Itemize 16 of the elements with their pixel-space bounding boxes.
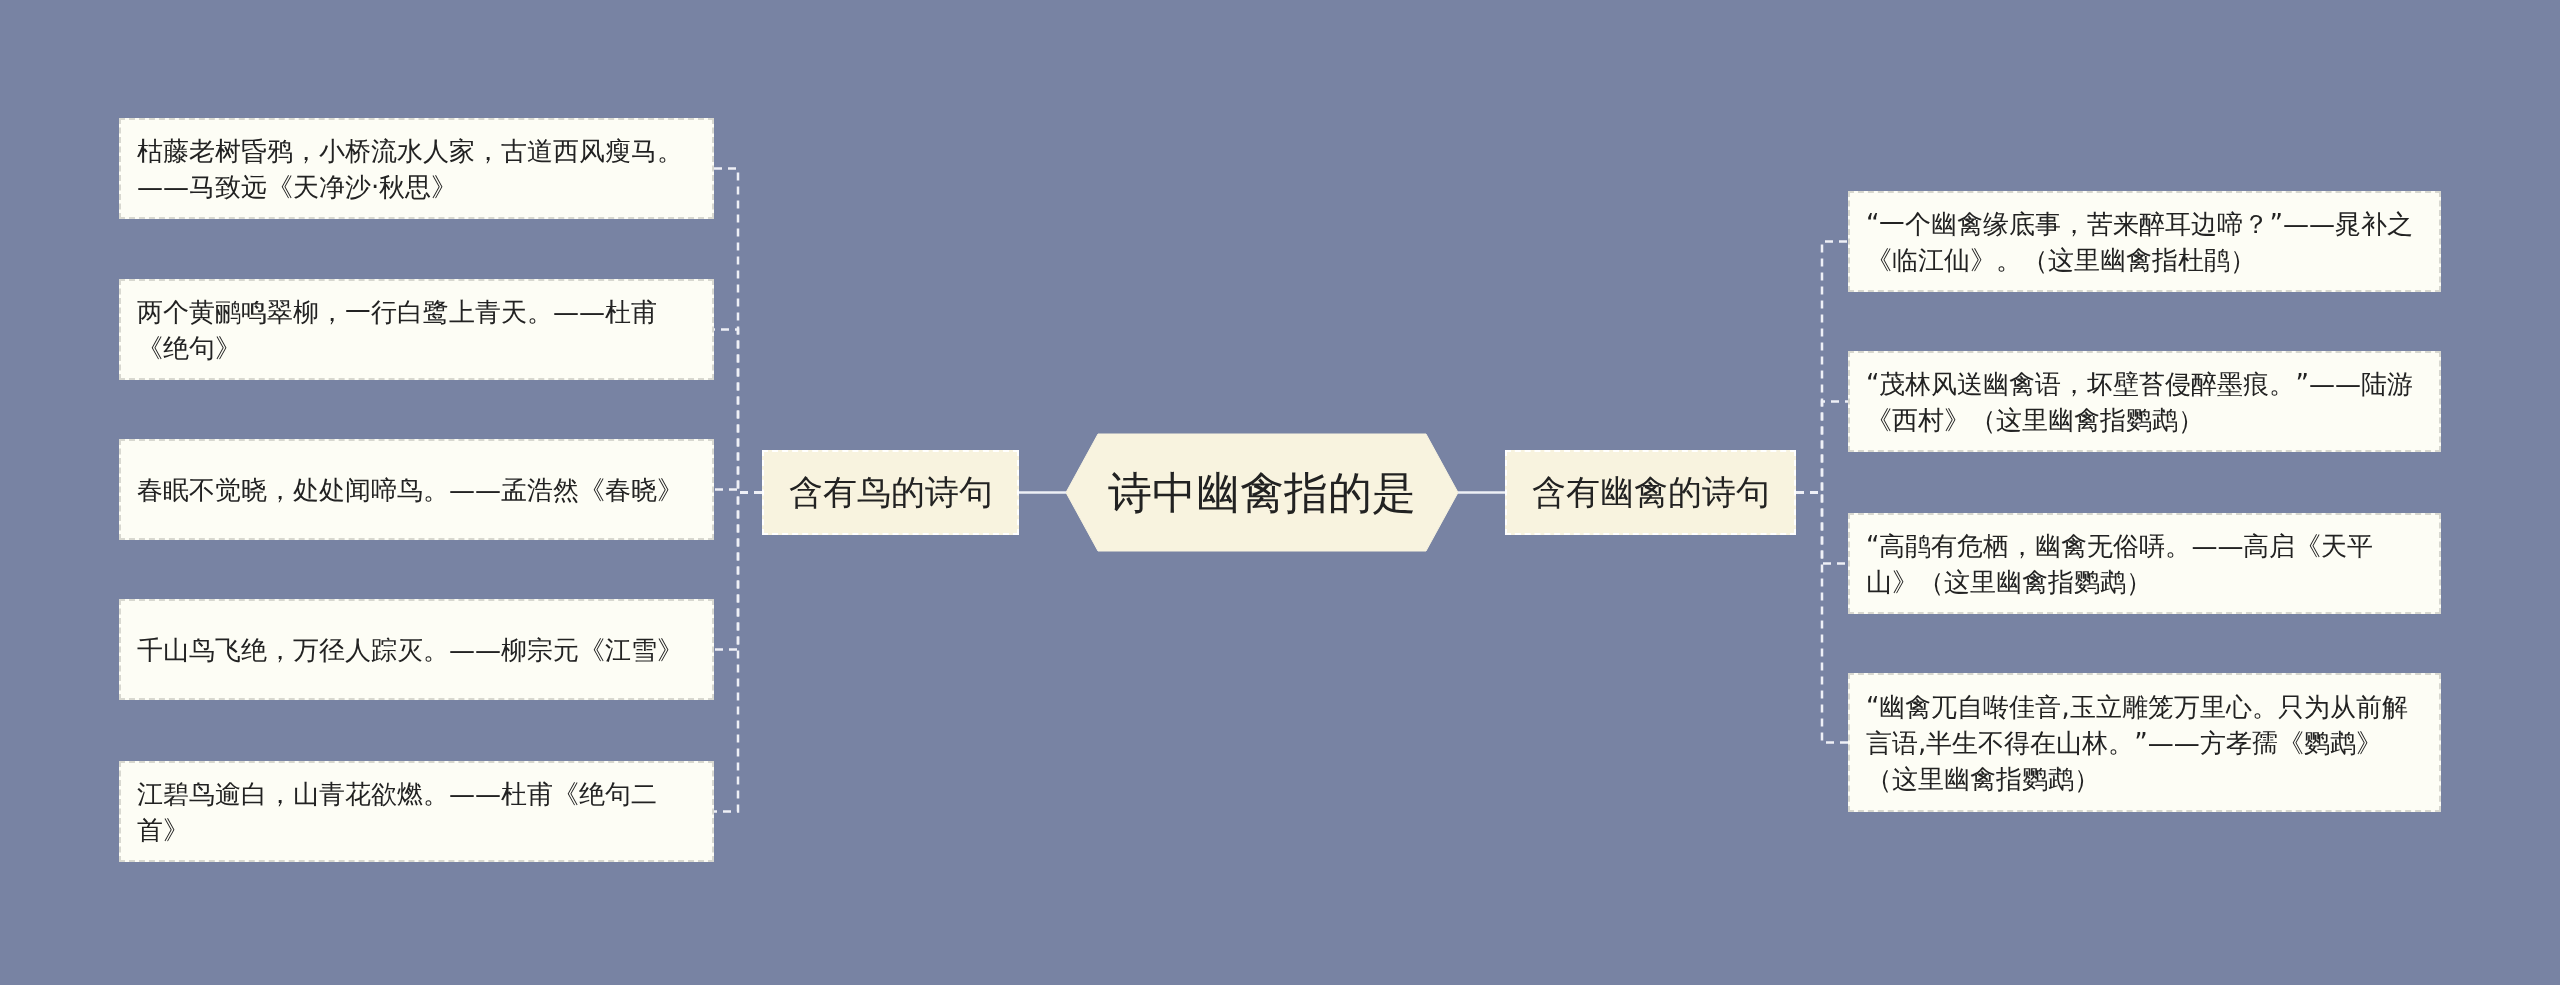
connector-line <box>1019 491 1066 494</box>
poem-card: 两个黄鹂鸣翠柳，一行白鹭上青天。——杜甫《绝句》 <box>119 279 714 380</box>
poem-card: 枯藤老树昏鸦，小桥流水人家，古道西风瘦马。——马致远《天净沙·秋思》 <box>119 118 714 219</box>
central-topic: 诗中幽禽指的是 <box>1108 465 1416 520</box>
poem-card: 江碧鸟逾白，山青花欲燃。——杜甫《绝句二首》 <box>119 761 714 862</box>
branch-topic: 含有鸟的诗句 <box>762 450 1019 535</box>
poem-card: “幽禽兀自啭佳音,玉立雕笼万里心。只为从前解言语,半生不得在山林。”——方孝孺《鹦鹉》（这里幽禽指鹦鹉） <box>1848 673 2441 812</box>
poem-card: 千山鸟飞绝，万径人踪灭。——柳宗元《江雪》 <box>119 599 714 700</box>
connector-line <box>1458 491 1505 494</box>
poem-card: “高鹃有危栖，幽禽无俗哢。——高启《天平山》（这里幽禽指鹦鹉） <box>1848 513 2441 614</box>
poem-card: 春眠不觉晓，处处闻啼鸟。——孟浩然《春晓》 <box>119 439 714 540</box>
connector-line <box>1796 491 1848 744</box>
branch-topic: 含有幽禽的诗句 <box>1505 450 1796 535</box>
poem-card: “一个幽禽缘底事，苦来醉耳边啼？”——晁补之《临江仙》。（这里幽禽指杜鹃） <box>1848 191 2441 292</box>
connector-line <box>714 491 762 813</box>
poem-card: “茂林风送幽禽语，坏壁苔侵醉墨痕。”——陆游《西村》（这里幽禽指鹦鹉） <box>1848 351 2441 452</box>
